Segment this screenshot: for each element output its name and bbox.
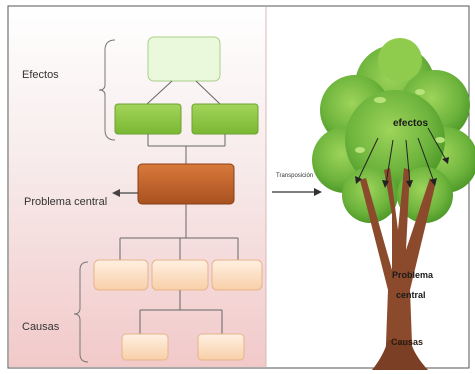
tree-canopy	[312, 38, 475, 223]
sub-cause-box	[197, 333, 245, 361]
problem-box	[137, 163, 235, 205]
effects-label: Efectos	[22, 69, 59, 81]
effect-box-left	[114, 103, 182, 135]
causes-label: Causas	[22, 321, 60, 333]
tree-causes-label: Causas	[391, 337, 423, 347]
tree-problem-label-line2: central	[396, 290, 426, 300]
transposition-label: Transposición	[276, 173, 313, 179]
connector	[195, 80, 221, 105]
effect-box-right	[191, 103, 259, 135]
sub-cause-box	[121, 333, 169, 361]
connector	[146, 80, 173, 105]
causes-brace	[73, 261, 89, 363]
outer-frame	[7, 5, 470, 369]
tree-effects-label: efectos	[393, 118, 428, 129]
tree-effect-arrows	[355, 127, 449, 188]
cause-box	[211, 259, 263, 291]
tree-problem-label-line1: Problema	[392, 270, 434, 280]
transposition-arrowhead	[314, 188, 322, 196]
problem-label: Problema central	[24, 196, 107, 208]
cause-box	[151, 259, 209, 291]
cause-box	[93, 259, 149, 291]
problem-arrowhead	[112, 189, 120, 197]
tree-trunk	[360, 168, 436, 370]
effect-box-top	[147, 36, 221, 82]
effects-brace	[98, 39, 116, 141]
